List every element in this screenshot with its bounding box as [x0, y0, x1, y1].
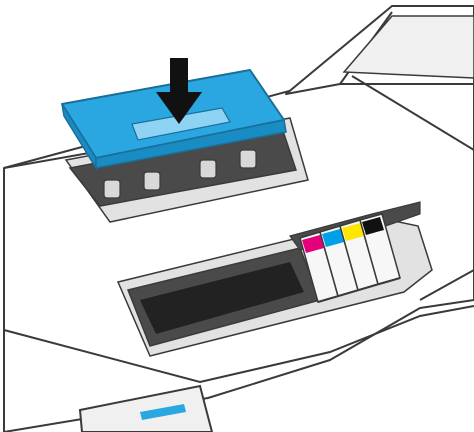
carriage-tooth — [200, 160, 216, 178]
carriage-tooth — [104, 180, 120, 198]
carriage-tooth — [144, 172, 160, 190]
carriage-tooth — [240, 150, 256, 168]
